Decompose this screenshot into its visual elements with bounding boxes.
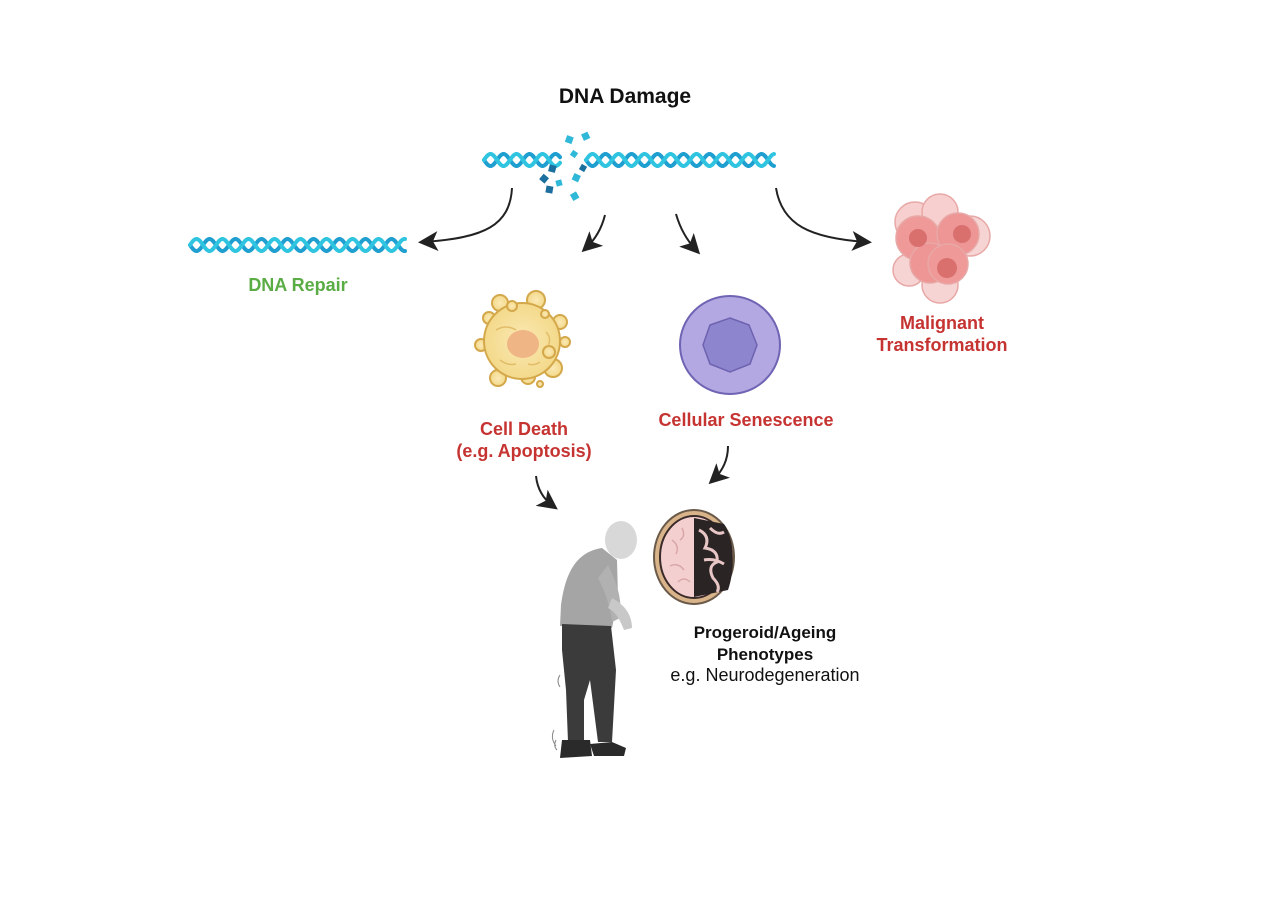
cell-death-line-1: Cell Death <box>479 419 569 439</box>
diagram-title: DNA Damage <box>558 85 692 108</box>
malignant-line-1: Malignant <box>900 313 984 333</box>
senescent-cell-icon <box>679 295 781 395</box>
label-ageing-phenotypes: Progeroid/Ageing Phenotypes <box>650 622 880 666</box>
damaged-dna-icon <box>482 131 776 201</box>
label-dna-repair: DNA Repair <box>248 275 348 295</box>
label-cellular-senescence: Cellular Senescence <box>658 410 834 430</box>
label-malignant-transformation: Malignant Transformation <box>852 312 1032 356</box>
dna-fragments <box>539 131 591 201</box>
arrow-to-malignant <box>775 187 872 251</box>
arrow-to-senescence <box>675 213 701 255</box>
label-phenotype-example: e.g. Neurodegeneration <box>670 665 860 685</box>
label-cell-death: Cell Death (e.g. Apoptosis) <box>434 418 614 462</box>
arrow-death-to-ageing <box>535 475 558 510</box>
arrow-senescence-to-ageing <box>708 445 731 485</box>
apoptotic-cell-icon <box>474 290 571 388</box>
phenotype-line-2: Phenotypes <box>716 645 814 664</box>
dna-helix-icon <box>188 237 407 253</box>
malignant-line-2: Transformation <box>876 335 1008 355</box>
arrow-to-death <box>581 214 606 253</box>
phenotype-line-1: Progeroid/Ageing <box>693 623 837 642</box>
elderly-person-icon <box>551 521 637 758</box>
brain-atrophy-icon <box>653 509 735 605</box>
arrows <box>418 187 872 510</box>
cell-death-line-2: (e.g. Apoptosis) <box>456 441 592 461</box>
tumor-cells-icon <box>892 193 991 304</box>
arrow-to-repair <box>418 187 513 252</box>
